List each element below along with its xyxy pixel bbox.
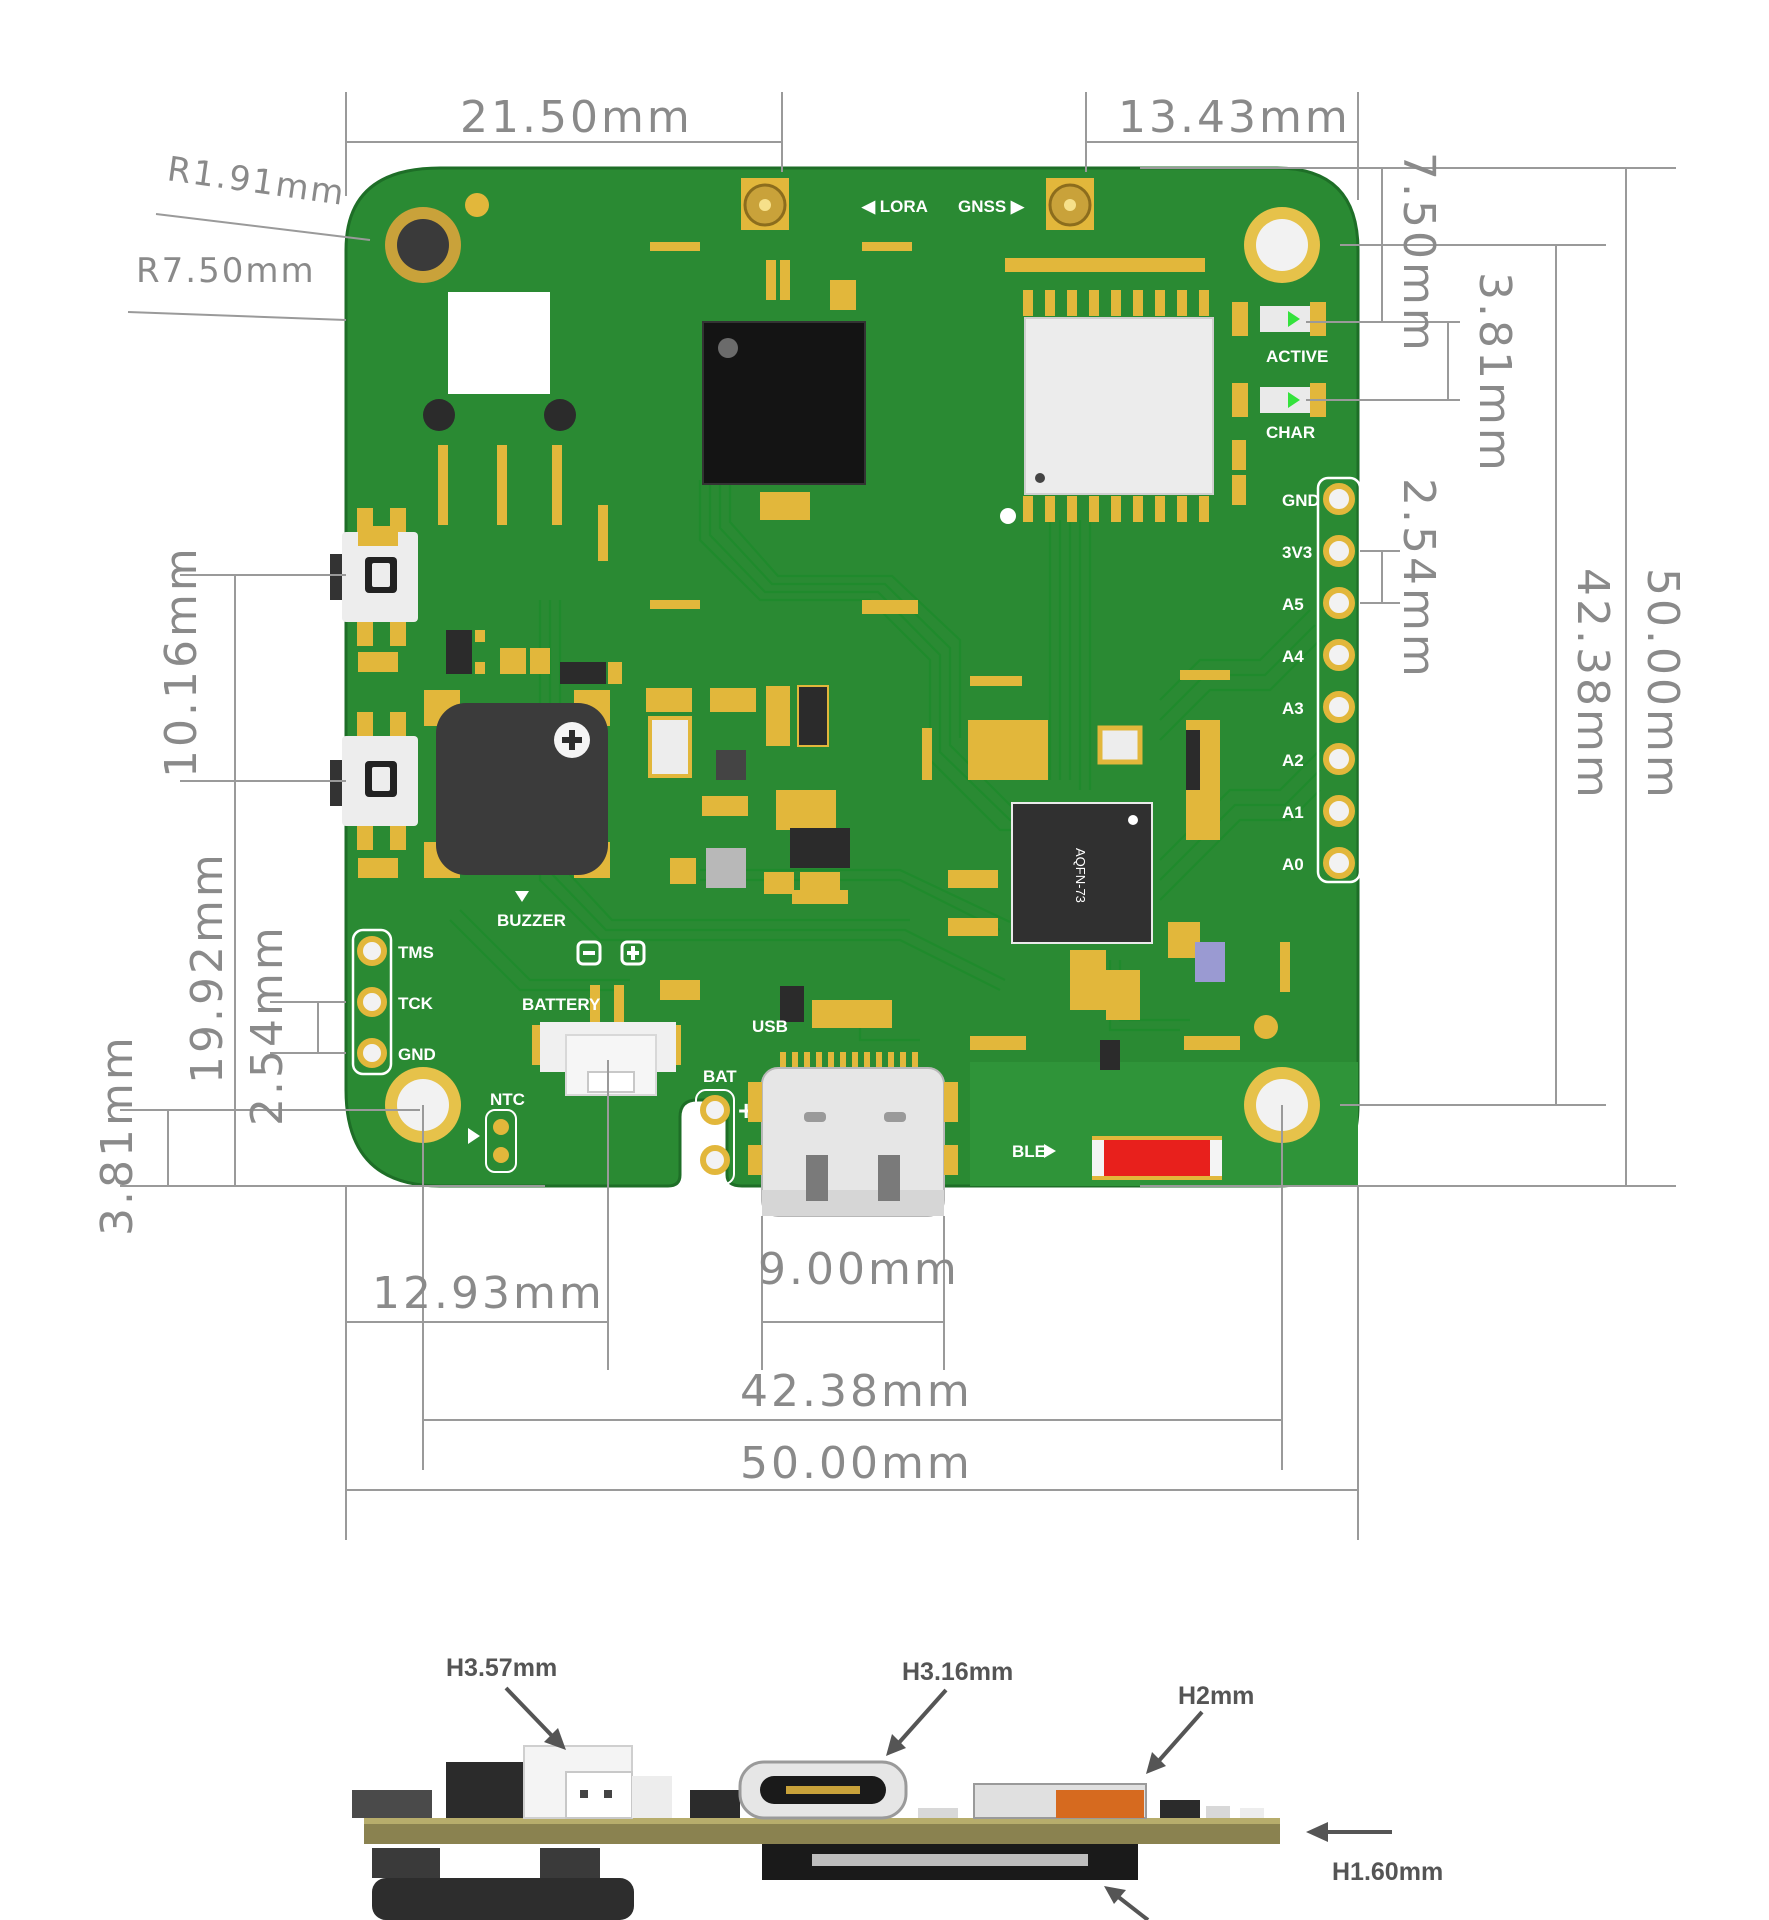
dim-left-offset: 19.92mm [182,851,233,1084]
gnss-module [1000,258,1214,524]
passive-components [358,526,1290,1070]
dim-led-pitch: 3.81mm [1469,272,1520,474]
ntc-label: NTC [490,1090,525,1109]
dim-bottom-left-offset: 3.81mm [92,1034,143,1236]
gnss-label: GNSS ▶ [958,197,1025,216]
dim-board-height: 50.00mm [1637,568,1688,801]
header-a5-label: A5 [1282,595,1304,614]
height-usb-connector: H3.16mm [902,1658,1013,1686]
lora-label: ◀ LORA [861,197,928,216]
dim-board-width: 50.00mm [740,1438,973,1489]
usb-label: USB [752,1017,788,1036]
ble-antenna [1044,1136,1222,1180]
active-label: ACTIVE [1266,347,1328,366]
dim-radius-small: R1.91mm [165,149,348,214]
bat-label: BAT [703,1067,737,1086]
active-led [1260,306,1312,332]
header-a4-label: A4 [1282,647,1304,666]
side-view-arrows [504,1686,1392,1920]
chip-label: AQFN-73 [1073,848,1088,903]
header-a1-label: A1 [1282,803,1304,822]
buzzer [424,690,610,902]
dim-button-pitch: 10.16mm [156,545,207,778]
tck-label: TCK [398,994,434,1013]
io-header [1316,476,1362,884]
header-a3-label: A3 [1282,699,1304,718]
dim-top-right-width: 13.43mm [1118,92,1351,143]
silkscreen-labels: ◀ LORA GNSS ▶ ACTIVE CHAR GND 3V3 A5 A4 … [398,197,1328,1161]
header-a2-label: A2 [1282,751,1304,770]
ble-label: BLE [1012,1142,1046,1161]
sensor-component [423,292,608,561]
battery-minus-icon [576,940,602,966]
jtag-gnd-label: GND [398,1045,436,1064]
ble-arrow-icon [1044,1144,1056,1158]
nrf-chip: AQFN-73 [1011,802,1153,944]
ntc-pads [468,1109,517,1173]
dim-radius-large: R7.50mm [136,251,316,291]
char-led [1260,387,1312,413]
dim-jtag-pitch: 2.54mm [242,924,293,1126]
battery-label: BATTERY [522,995,601,1014]
height-module: H2mm [1178,1682,1254,1710]
dim-battery-offset: 12.93mm [372,1268,605,1319]
jtag-header [351,928,393,1076]
lora-chip [702,321,866,520]
usb-c-connector [748,1052,958,1217]
height-battery-connector: H3.57mm [446,1654,557,1682]
dim-hole-span-vertical: 42.38mm [1567,568,1618,801]
dim-hole-span-horizontal: 42.38mm [740,1366,973,1417]
height-pcb: H1.60mm [1332,1858,1443,1886]
ufl-connectors [650,178,1094,310]
dim-right-top-offset: 7.50mm [1393,152,1444,354]
header-gnd-label: GND [1282,491,1320,510]
battery-connector [532,940,681,1096]
battery-plus-icon [620,940,646,966]
header-a0-label: A0 [1282,855,1304,874]
side-view: H3.57mm H3.16mm H2mm H1.60mm [352,1654,1443,1920]
dim-header-pitch: 2.54mm [1393,478,1444,680]
dim-usb-width: 9.00mm [758,1244,960,1295]
tms-label: TMS [398,943,434,962]
ble-chip-antenna [1104,1140,1210,1176]
dim-top-left-width: 21.50mm [460,92,693,143]
buzzer-label: BUZZER [497,911,566,930]
dimension-lines [120,92,1676,1540]
buzzer-arrow-icon [515,891,529,902]
header-3v3-label: 3V3 [1282,543,1312,562]
bat-pads: + [695,1089,754,1185]
dimension-labels: 21.50mm 13.43mm R1.91mm R7.50mm 7.50mm 3… [92,92,1688,1489]
char-label: CHAR [1266,423,1315,442]
